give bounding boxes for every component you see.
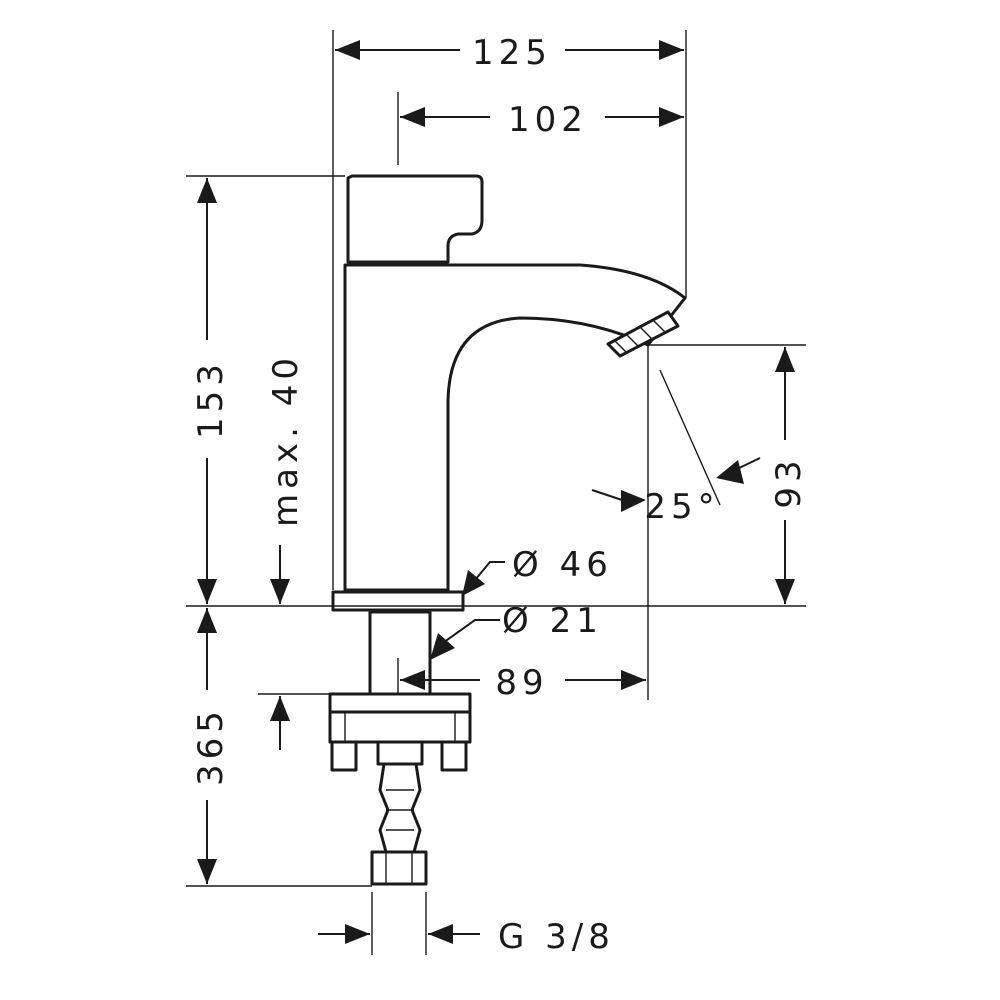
dim-spout-height: 93	[769, 347, 809, 604]
aerator	[606, 310, 680, 358]
mounting-nut	[328, 710, 472, 744]
extension-lines	[186, 30, 806, 955]
thread-nut	[370, 850, 428, 886]
dim-label-93: 93	[769, 455, 809, 508]
dim-height-total: 153	[191, 178, 231, 604]
dim-label-thread: G 3/8	[498, 917, 615, 957]
dim-shank-diameter: Ø 21	[430, 601, 603, 660]
braided-hose	[378, 762, 422, 854]
dim-label-max-40: max. 40	[266, 353, 306, 527]
dim-label-365: 365	[191, 706, 231, 786]
faucet-body	[331, 174, 687, 612]
mounting-hardware	[328, 610, 472, 886]
dim-width-spout: 102	[400, 100, 684, 140]
dim-label-125: 125	[472, 33, 552, 73]
dim-max-thickness: max. 40	[266, 353, 306, 750]
faucet-spout-body	[343, 263, 687, 592]
dim-label-d21: Ø 21	[502, 601, 603, 641]
dim-angle: 25°	[591, 369, 761, 527]
bolt-right	[440, 740, 468, 772]
dim-shank-length: 365	[191, 608, 231, 884]
dim-label-102: 102	[508, 100, 588, 140]
mounting-plate	[328, 692, 472, 714]
dim-width-total: 125	[335, 33, 684, 73]
dim-label-d46: Ø 46	[512, 545, 613, 585]
dim-base-diameter: Ø 46	[462, 545, 613, 596]
dim-thread: G 3/8	[318, 917, 615, 957]
dim-label-89: 89	[495, 663, 548, 703]
bolt-left	[330, 740, 358, 772]
dim-projection: 89	[400, 663, 646, 703]
base-ring	[331, 590, 465, 612]
handle-lever	[346, 174, 484, 264]
hose-connector-top	[376, 740, 424, 766]
dim-label-angle: 25°	[644, 487, 719, 527]
dim-label-153: 153	[191, 359, 231, 439]
